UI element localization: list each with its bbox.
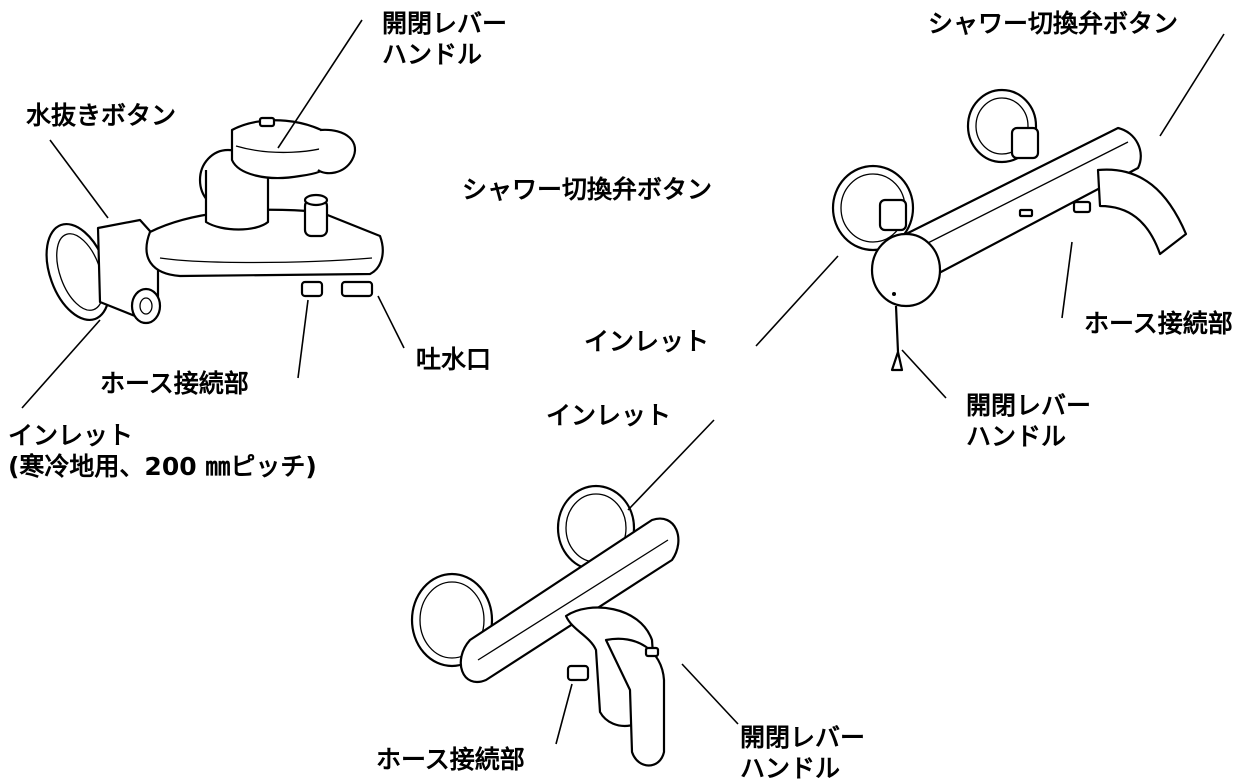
label-line: ハンドル	[740, 754, 841, 783]
bath-mixer-shower-switch-label: シャワー切換弁ボタン	[462, 175, 713, 204]
label-line: 開閉レバー	[966, 391, 1092, 420]
label-line: ハンドル	[382, 40, 483, 69]
bar-mixer-inlet-label: インレット	[584, 327, 710, 356]
bath-mixer-hose-connection-label: ホース接続部	[100, 369, 249, 398]
bath-mixer-spout-label: 吐水口	[416, 345, 492, 374]
shower-mixer-hose-connection-label: ホース接続部	[376, 745, 525, 774]
label-line: 開閉レバー	[740, 723, 866, 752]
bath-mixer-lever-handle-label: 開閉レバー ハンドル	[382, 8, 507, 70]
bar-mixer-hose-connection-label: ホース接続部	[1084, 309, 1233, 338]
bar-mixer-lever-handle-label: 開閉レバー ハンドル	[966, 390, 1091, 452]
bar-mixer-shower-switch-label: シャワー切換弁ボタン	[928, 9, 1179, 38]
shower-mixer-inlet-label: インレット	[546, 401, 672, 430]
leader-lines	[21, 19, 1225, 745]
label-line: ハンドル	[966, 422, 1067, 451]
bath-mixer-inlet-label: インレット (寒冷地用、200 ㎜ピッチ)	[8, 420, 317, 482]
bar-mixer-faucet-drawing	[831, 88, 1188, 372]
label-line: 開閉レバー	[382, 9, 508, 38]
shower-mixer-faucet-drawing	[410, 484, 680, 767]
bath-mixer-drain-button-label: 水抜きボタン	[26, 101, 177, 130]
label-line: インレット	[8, 421, 134, 450]
label-line: (寒冷地用、200 ㎜ピッチ)	[8, 452, 317, 481]
bath-mixer-faucet-drawing	[45, 116, 384, 325]
shower-mixer-lever-handle-label: 開閉レバー ハンドル	[740, 722, 865, 784]
